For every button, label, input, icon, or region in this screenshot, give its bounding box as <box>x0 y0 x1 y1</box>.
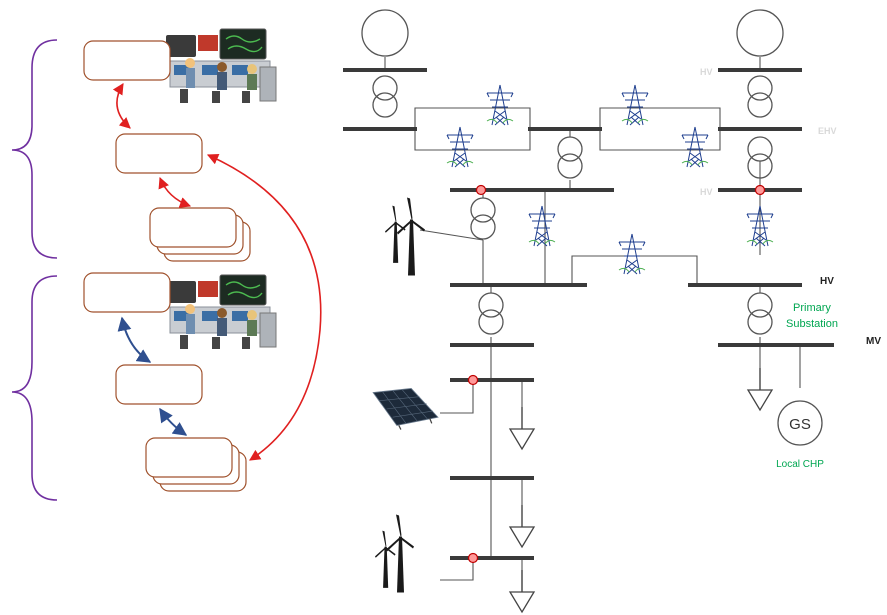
brace-upper <box>11 39 58 259</box>
control-box-lower-top[interactable] <box>83 272 171 313</box>
transformer-symbol <box>747 75 773 118</box>
solar-panel-icon <box>372 388 439 430</box>
transmission-tower-icon <box>621 84 649 126</box>
load-arrow-icon <box>509 505 535 548</box>
label-hv-bus: HV <box>820 276 834 287</box>
transmission-tower-icon <box>618 233 646 275</box>
transformer-symbol <box>747 292 773 335</box>
load-arrow-icon <box>509 407 535 450</box>
generator-label: GS <box>789 416 811 433</box>
control-box-stack-lower[interactable] <box>145 437 247 492</box>
wind-turbine-icon <box>375 530 396 588</box>
transformer-symbol <box>470 197 496 240</box>
transmission-tower-icon <box>528 205 556 247</box>
transformer-symbol <box>557 136 583 179</box>
red-link-long <box>206 154 322 461</box>
label-local-chp: Local CHP <box>776 459 824 470</box>
label-ehv: EHV <box>818 126 837 136</box>
transformer-symbol <box>372 75 398 118</box>
grid-generator-left <box>361 9 409 57</box>
label-substation: Substation <box>786 318 838 330</box>
control-box-top[interactable] <box>83 40 171 81</box>
control-room-icon <box>165 274 277 350</box>
label-hv-mid: HV <box>700 187 713 197</box>
red-link-top <box>112 83 131 129</box>
measurement-nodes <box>467 184 766 564</box>
transmission-tower-icon <box>446 126 474 168</box>
transmission-tower-icon <box>681 126 709 168</box>
load-arrow-icon <box>747 368 773 411</box>
transmission-tower-icon <box>486 84 514 126</box>
label-hv-top: HV <box>700 67 713 77</box>
blue-link-bottom <box>159 407 188 436</box>
transformer-symbol <box>478 292 504 335</box>
wind-turbine-icon <box>386 514 414 593</box>
control-box-stack-upper[interactable] <box>149 207 251 262</box>
grid-generator-right <box>736 9 784 57</box>
load-arrow-icon <box>509 570 535 613</box>
red-link-mid <box>158 176 192 208</box>
blue-link-top <box>117 316 152 363</box>
label-primary: Primary <box>793 302 831 314</box>
wind-turbine-icon <box>385 205 406 263</box>
wind-turbine-icon <box>397 197 425 276</box>
control-room-icon <box>165 28 277 104</box>
control-box-lower-mid[interactable] <box>115 364 203 405</box>
brace-lower <box>11 275 58 501</box>
label-mv: MV <box>866 336 881 347</box>
local-chp-generator <box>777 400 823 446</box>
control-box-upper-mid[interactable] <box>115 133 203 174</box>
